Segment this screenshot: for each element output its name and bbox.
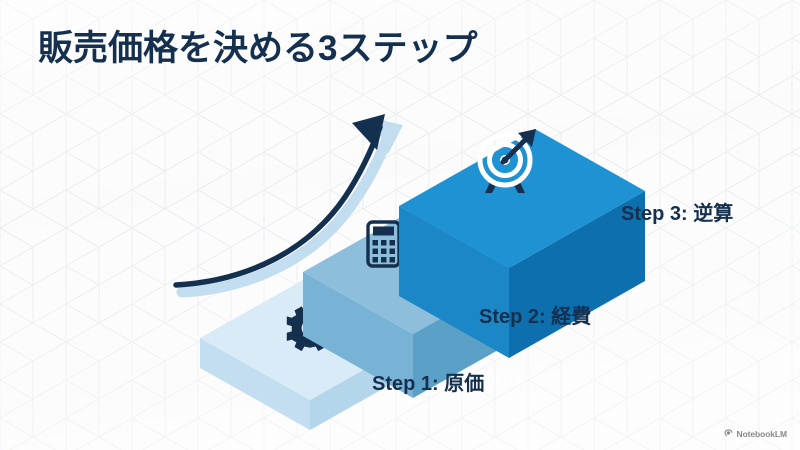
target-arrow-icon: [477, 129, 536, 193]
step-1-label: Step 1: 原価: [372, 373, 485, 395]
notebooklm-watermark: NotebookLM: [723, 428, 787, 439]
step-3-label: Step 3: 逆算: [621, 203, 734, 225]
watermark-label: NotebookLM: [736, 428, 788, 439]
step-3-block[interactable]: [399, 129, 645, 358]
slide-title: 販売価格を決める3ステップ: [38, 29, 478, 68]
notebooklm-icon: [724, 429, 732, 437]
step-2-label: Step 2: 経費: [479, 306, 592, 328]
